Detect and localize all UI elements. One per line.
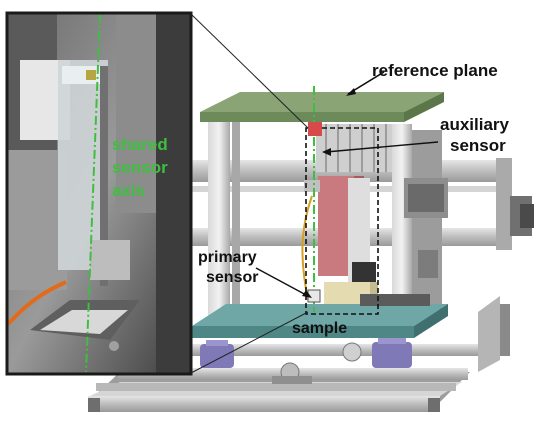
auxiliary-sensor-block xyxy=(304,176,376,282)
primary-sensor-label-line1: primary xyxy=(198,249,257,266)
sample-label: sample xyxy=(292,320,347,337)
leader-lines xyxy=(255,71,439,298)
reference-plane-label: reference plane xyxy=(372,61,498,80)
gantry-slats xyxy=(316,124,392,172)
sensor-enclosure-outline xyxy=(305,127,379,315)
machine-render xyxy=(88,86,534,412)
stage-motors xyxy=(200,338,412,384)
primary-sensor-label-line2: sensor xyxy=(206,269,258,286)
reference-plane-plate xyxy=(200,92,444,122)
shared-sensor-axis-label-line2: sensor xyxy=(112,158,168,177)
photo-axis-line xyxy=(85,13,101,373)
shared-sensor-axis-label-line1: shared xyxy=(112,135,168,154)
shared-sensor-axis-label-line3: axis xyxy=(112,181,145,200)
auxiliary-sensor-label-line2: sensor xyxy=(450,136,506,155)
auxiliary-sensor-head xyxy=(308,122,322,136)
auxiliary-sensor-label-line1: auxiliary xyxy=(440,115,510,134)
photo-inset xyxy=(5,11,193,376)
zoom-connector-lines xyxy=(190,13,309,374)
photo-frame xyxy=(5,11,193,376)
vertical-posts xyxy=(208,122,448,322)
sensor-cable xyxy=(301,195,313,301)
